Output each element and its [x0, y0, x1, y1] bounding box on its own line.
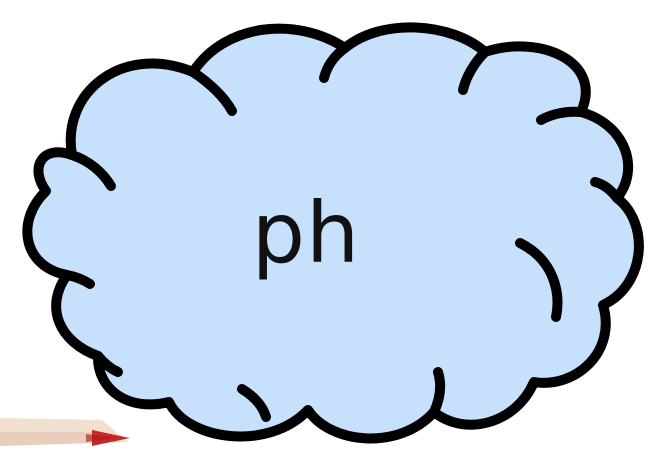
cloud-fold-top-mid: [319, 43, 350, 83]
cloud-fold-left-1: [67, 150, 116, 191]
cloud-fold-right-1: [515, 238, 563, 322]
cloud-fold-top-far-right: [536, 106, 586, 125]
cloud-fold-bottom-left: [93, 351, 123, 377]
cloud-fold-bottom-right: [429, 367, 446, 417]
cloud-fold-top-right: [458, 47, 490, 95]
cloud-fold-left-2: [62, 270, 95, 289]
cloud-fold-top-left: [188, 67, 237, 116]
cloud-fold-bottom-mid: [237, 384, 271, 422]
cloud-text: ph: [251, 184, 361, 282]
pencil-icon: [0, 418, 130, 446]
pencil-lead-highlight: [86, 434, 118, 442]
cloud-fold-right-2: [590, 177, 622, 203]
